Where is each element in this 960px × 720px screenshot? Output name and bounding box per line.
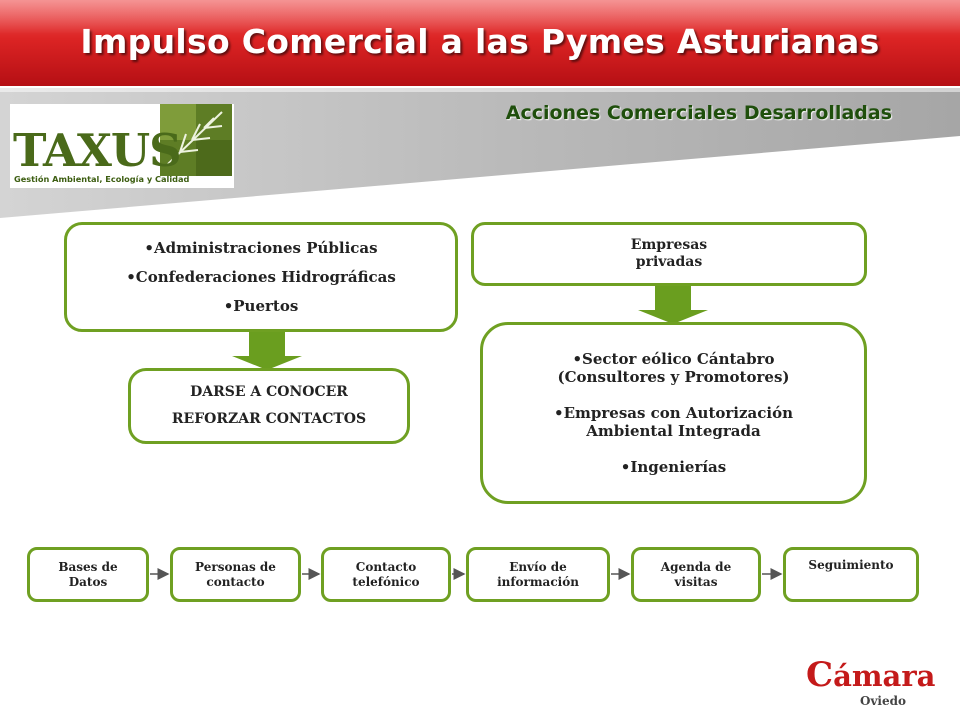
target-sectors-box: •Sector eólico Cántabro (Consultores y P… <box>480 322 867 504</box>
process-step: Agenda de visitas <box>631 547 761 602</box>
step-label: Agenda de <box>660 560 732 575</box>
sector-line: Ambiental Integrada <box>586 422 761 440</box>
step-label: contacto <box>206 574 265 589</box>
step-label: Datos <box>68 574 108 589</box>
taxus-logo: TAXUS Gestión Ambiental, Ecología y Cali… <box>10 104 234 188</box>
private-companies-line: privadas <box>635 254 703 270</box>
header-band <box>0 88 960 218</box>
down-arrow-icon <box>232 332 302 370</box>
goal-line: DARSE A CONOCER <box>190 384 348 401</box>
page-title: Impulso Comercial a las Pymes Asturianas <box>80 22 880 61</box>
private-companies-line: Empresas <box>630 237 708 254</box>
step-label: visitas <box>674 574 718 589</box>
sector-line: •Sector eólico Cántabro <box>572 350 775 368</box>
step-label: telefónico <box>352 574 420 589</box>
sector-line: •Empresas con Autorización <box>554 404 793 422</box>
private-companies-box: Empresas privadas <box>471 222 867 286</box>
camara-logo-initial: C <box>806 655 834 695</box>
down-arrow-icon <box>638 286 708 324</box>
title-bar-highlight <box>0 0 960 34</box>
step-label: Bases de <box>58 560 118 575</box>
step-label: Contacto <box>355 560 417 575</box>
process-step: Envío de información <box>466 547 610 602</box>
title-bar <box>0 0 960 86</box>
leaf-emblem-icon <box>160 104 232 176</box>
public-sector-item: •Puertos <box>223 297 299 315</box>
goal-box: DARSE A CONOCER REFORZAR CONTACTOS <box>128 368 410 444</box>
camara-logo-word: ámara <box>833 659 936 693</box>
logo-tagline: Gestión Ambiental, Ecología y Calidad <box>14 174 190 184</box>
logo-wordmark: TAXUS <box>13 124 182 177</box>
public-sector-item: •Confederaciones Hidrográficas <box>126 268 396 286</box>
public-sector-item: •Administraciones Públicas <box>144 239 378 257</box>
step-label: Seguimiento <box>808 558 894 572</box>
sector-line: •Ingenierías <box>620 458 727 476</box>
camara-logo: Cámara <box>806 658 935 692</box>
step-label: información <box>497 574 579 589</box>
process-step: Personas de contacto <box>170 547 301 602</box>
camara-logo-city: Oviedo <box>860 694 907 708</box>
process-step: Contacto telefónico <box>321 547 451 602</box>
step-label: Envío de <box>509 560 567 575</box>
process-step: Seguimiento <box>783 547 919 602</box>
goal-line: REFORZAR CONTACTOS <box>171 411 367 427</box>
step-label: Personas de <box>195 560 276 575</box>
section-subtitle: Acciones Comerciales Desarrolladas <box>505 102 892 124</box>
sector-line: (Consultores y Promotores) <box>557 368 790 386</box>
public-sector-box: •Administraciones Públicas •Confederacio… <box>64 222 458 332</box>
process-step: Bases de Datos <box>27 547 149 602</box>
